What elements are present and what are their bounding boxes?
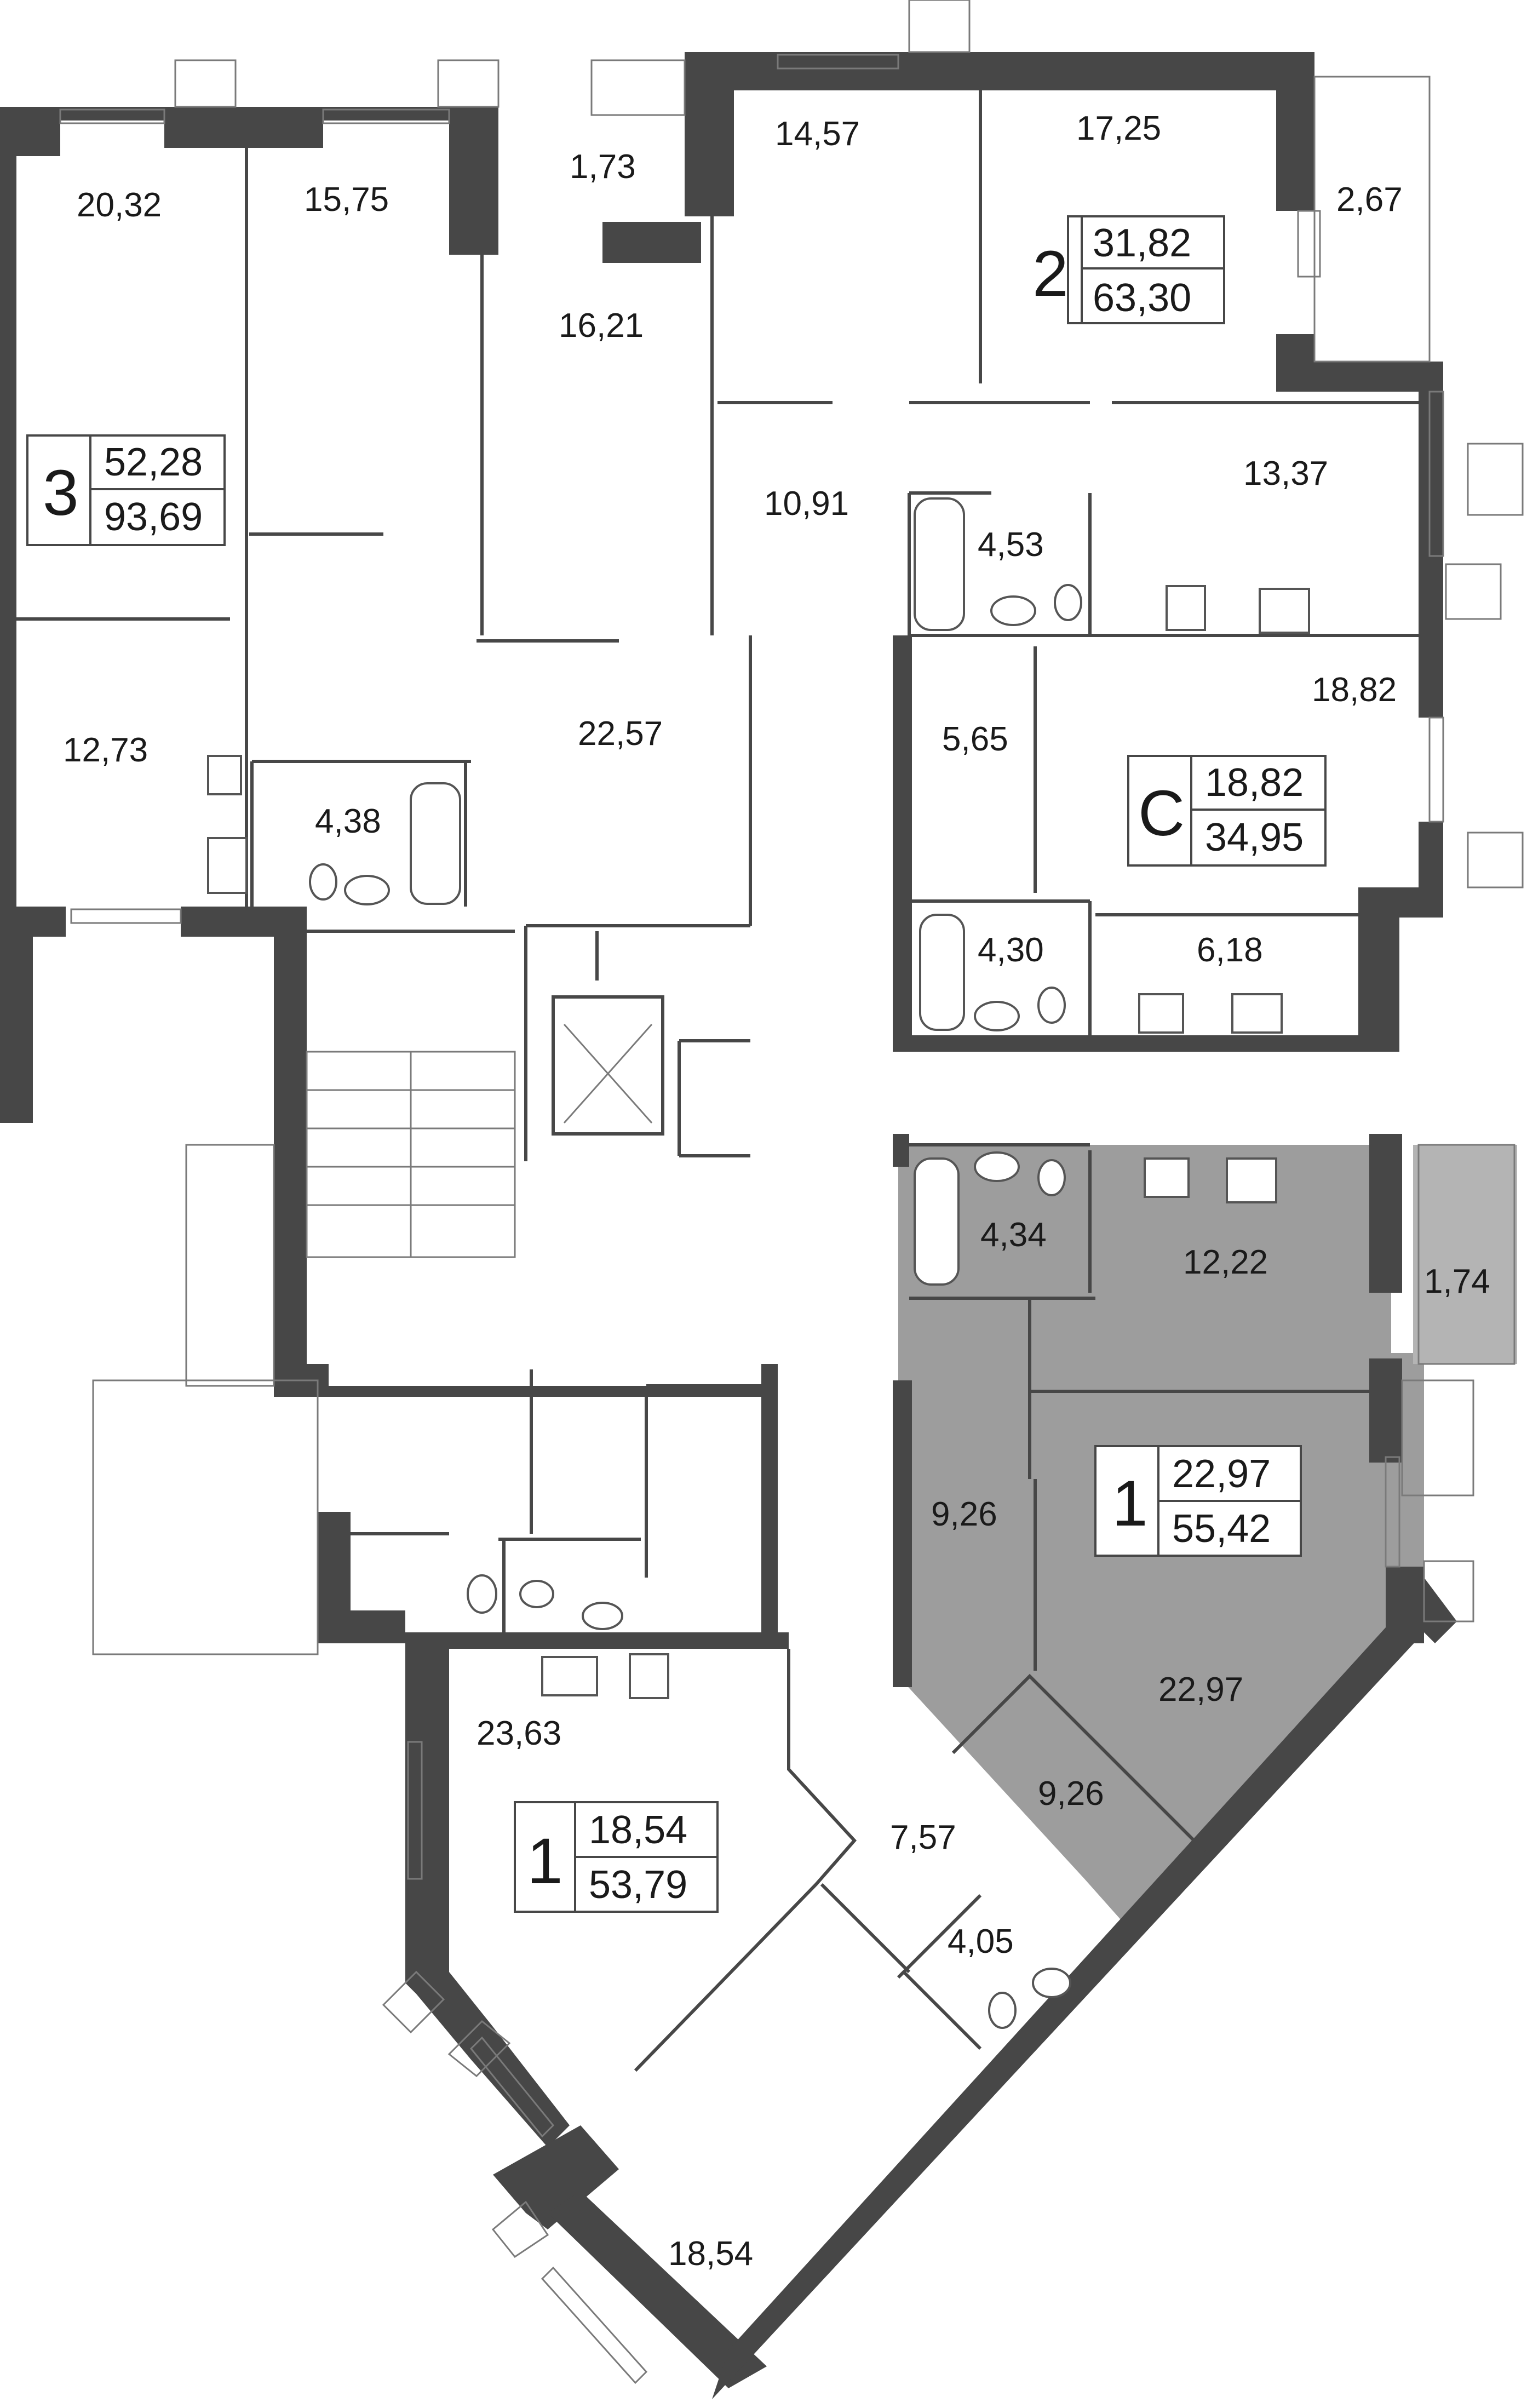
apartment-living-area-3: 52,28 [104, 440, 203, 484]
room-area: 1,74 [1424, 1263, 1490, 1300]
room-area: 4,30 [978, 931, 1044, 969]
room-area: 15,75 [304, 181, 389, 219]
room-area: 14,57 [775, 115, 860, 153]
room-area: 16,21 [559, 307, 644, 345]
room-area: 4,05 [948, 1923, 1014, 1960]
apartment-total-area-1-right: 55,42 [1172, 1507, 1271, 1551]
room-area: 5,65 [942, 720, 1008, 758]
exterior-walls [0, 52, 1457, 2399]
fixtures [207, 497, 1310, 2029]
room-area: 7,57 [890, 1819, 956, 1856]
room-area: 1,73 [570, 148, 636, 186]
windows [59, 0, 1524, 2384]
interior-partitions [16, 90, 1424, 2072]
apartment-rooms-1-bottom: 1 [527, 1825, 563, 1897]
room-area: 17,25 [1076, 110, 1161, 147]
apartment-box-3: 3 52,28 93,69 [26, 434, 226, 546]
apartment-box-1-bottom: 1 18,54 53,79 [514, 1801, 719, 1913]
room-area: 4,38 [315, 802, 381, 840]
apartment-total-area-c: 34,95 [1205, 816, 1304, 859]
room-area: 18,54 [668, 2235, 753, 2273]
apartment-box-1-right: 1 22,97 55,42 [1094, 1445, 1302, 1557]
room-area: 22,97 [1158, 1671, 1243, 1708]
room-area: 22,57 [578, 715, 663, 753]
room-area: 12,73 [63, 731, 148, 769]
apartment-rooms-2: 2 [1032, 238, 1069, 310]
room-area: 10,91 [764, 485, 849, 523]
room-area: 12,22 [1183, 1243, 1268, 1281]
room-area: 20,32 [77, 186, 162, 224]
apartment-living-area-c: 18,82 [1205, 761, 1304, 805]
room-area: 4,53 [978, 526, 1044, 564]
room-area: 9,26 [1038, 1775, 1104, 1813]
apartment-total-area-3: 93,69 [104, 495, 203, 539]
apartment-box-2: 2 31,82 63,30 [1032, 215, 1225, 324]
apartment-living-area-1-right: 22,97 [1172, 1452, 1271, 1496]
apartment-living-area-1-bottom: 18,54 [589, 1808, 687, 1852]
apartment-total-area-1-bottom: 53,79 [589, 1863, 687, 1907]
apartment-rooms-1-right: 1 [1112, 1467, 1148, 1540]
room-area: 6,18 [1197, 931, 1263, 969]
apartment-total-area-2: 63,30 [1093, 276, 1191, 320]
room-area: 18,82 [1312, 671, 1397, 709]
room-area: 2,67 [1336, 181, 1403, 219]
room-area: 13,37 [1243, 455, 1328, 492]
room-area: 4,34 [980, 1216, 1047, 1254]
room-labels: 20,32 15,75 1,73 16,21 12,73 4,38 22,57 … [63, 110, 1490, 2273]
apartment-rooms-c: С [1138, 777, 1185, 850]
apartment-rooms-3: 3 [43, 457, 79, 529]
apartment-box-c: С 18,82 34,95 [1127, 755, 1327, 867]
apartment-living-area-2: 31,82 [1093, 221, 1191, 265]
room-area: 23,63 [477, 1715, 561, 1752]
room-area: 9,26 [931, 1495, 997, 1533]
